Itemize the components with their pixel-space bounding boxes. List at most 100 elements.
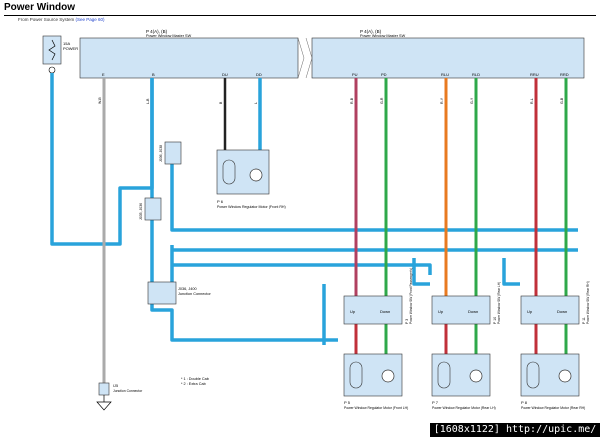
wire-rear-rh-feed xyxy=(502,258,520,286)
switch-rear-lh-name: Power Window SW (Rear LH) xyxy=(497,282,501,324)
switch-down-label-front: Down xyxy=(380,309,390,314)
fuse-box xyxy=(42,35,62,65)
pin-labels: E B DU DD PU PD RLU RLD RRU RRD xyxy=(102,72,569,77)
master-switch-code-left: P 4(A), (B) xyxy=(146,29,168,34)
break-mark xyxy=(297,37,313,79)
pin-label-rru: RRU xyxy=(530,72,539,77)
fuse-connector xyxy=(48,66,56,74)
wire-label-ry: R-Y xyxy=(440,97,444,104)
wire-label-lb: L-B xyxy=(146,98,150,104)
splice-b-label: J035, J036 xyxy=(139,203,143,220)
switch-rear-rh-code: P 11 xyxy=(582,317,586,324)
switch-down-label-rearlh: Down xyxy=(468,309,478,314)
switch-front-code: P 3 xyxy=(405,319,409,324)
splice-a-label: J036, J038 xyxy=(159,145,163,162)
splice-b-box xyxy=(144,197,162,221)
splice-c-label: J036, J400 xyxy=(178,287,197,291)
motor-rear-lh-code: P 7 xyxy=(432,400,439,405)
splice-a-box xyxy=(164,141,182,165)
switch-rear-rh-box xyxy=(520,295,580,325)
master-switch-name-right: Power Window Master SW xyxy=(360,34,406,38)
source-note: From Power Source System (See Page 60) xyxy=(18,17,105,22)
legend-line-1: * 1 : Double Cab xyxy=(181,377,209,381)
motor-rear-lh-icon xyxy=(469,369,483,383)
wire-label-gy: G-Y xyxy=(470,97,474,104)
switch-rear-rh: Up Down P 11 Power Window SW (Rear RH) xyxy=(520,281,590,325)
switch-rear-lh: Up Down P 10 Power Window SW (Rear LH) xyxy=(431,282,501,325)
pin-label-rlu: RLU xyxy=(441,72,449,77)
pin-label-pu: PU xyxy=(352,72,358,77)
wire-label-rb: R-B xyxy=(350,97,354,104)
ground-connector-code: IJ5 xyxy=(113,384,118,388)
color-wires xyxy=(354,78,568,355)
motor-rear-lh-thermistor xyxy=(437,361,451,389)
pin-label-rld: RLD xyxy=(472,72,480,77)
ground-connector-box xyxy=(98,382,110,396)
splice-c-name: Junction Connector xyxy=(178,292,211,296)
motor-rear-rh-name: Power Window Regulator Motor (Rear RH) xyxy=(521,406,585,410)
fuse-icon xyxy=(48,39,56,61)
switch-up-label-rearlh: Up xyxy=(438,309,444,314)
switch-front-box xyxy=(343,295,403,325)
motor-rear-rh-code: P 8 xyxy=(521,400,528,405)
watermark-bar: [1608x1122] http://upic.me/ xyxy=(430,423,600,437)
motor-rear-rh-icon xyxy=(558,369,572,383)
wire-rear-lh-feed xyxy=(412,258,430,286)
title-rule xyxy=(4,15,596,16)
motor-rear-rh: P 8 Power Window Regulator Motor (Rear R… xyxy=(520,353,585,410)
source-note-text: From Power Source System xyxy=(18,17,75,22)
ground-icon xyxy=(96,395,112,411)
motor-front-rh-thermistor xyxy=(222,159,236,185)
pin-label-du: DU xyxy=(222,72,228,77)
wire-splice-branch-2 xyxy=(170,245,578,292)
wire-label-wb: W-B xyxy=(98,97,102,104)
motor-front-lh-name: Power Window Regulator Motor (Front LH) xyxy=(344,406,408,410)
wire-b-to-splices xyxy=(150,78,338,342)
motor-front-rh-name: Power Window Regulator Motor (Front RH) xyxy=(217,205,286,209)
wire-splice-branch-1 xyxy=(170,150,578,232)
pin-label-e: E xyxy=(102,72,105,77)
motor-front-lh-thermistor xyxy=(349,361,363,389)
pin-label-dd: DD xyxy=(256,72,262,77)
wire-label-l: L xyxy=(254,102,258,104)
motor-front-rh-icon xyxy=(249,168,263,182)
pin-label-rrd: RRD xyxy=(560,72,569,77)
switch-up-label-rearrh: Up xyxy=(527,309,533,314)
wire-fuse-to-b xyxy=(50,73,154,246)
blue-wires xyxy=(50,73,578,345)
pin-label-b: B xyxy=(152,72,155,77)
motor-front-lh: P 5 Power Window Regulator Motor (Front … xyxy=(343,353,408,410)
source-page-link[interactable]: (See Page 60) xyxy=(75,17,105,22)
page-title: Power Window xyxy=(4,2,76,13)
switch-rear-rh-name: Power Window SW (Rear RH) xyxy=(586,281,590,324)
splice-c-box xyxy=(147,281,177,305)
fuse-name: POWER xyxy=(63,46,78,51)
wire-label-gr: G-R xyxy=(380,97,384,104)
switch-rear-lh-box xyxy=(431,295,491,325)
switch-front: Up Down P 3 Power Window SW (Front Passe… xyxy=(343,268,413,325)
pin-label-pd: PD xyxy=(381,72,387,77)
motor-front-lh-code: P 5 xyxy=(344,400,351,405)
wire-label-rl: R-L xyxy=(530,98,534,104)
master-switch-box-left xyxy=(79,37,299,79)
motor-front-rh: P 6 Power Window Regulator Motor (Front … xyxy=(216,149,286,209)
junction-connectors: J036, J038 J035, J036 J036, J400 Junctio… xyxy=(139,141,211,305)
fuse-rating: 15A xyxy=(63,41,70,46)
motor-front-lh-icon xyxy=(381,369,395,383)
motor-rear-rh-thermistor xyxy=(526,361,540,389)
master-switch-box-right xyxy=(311,37,585,79)
wire-color-labels: W-B L-B B L R-B G-R R-Y G-Y R-L G-B xyxy=(98,97,564,104)
switch-up-label-front: Up xyxy=(350,309,356,314)
ground-section: IJ5 Junction Connector xyxy=(96,382,143,411)
master-switch-code-right: P 4(A), (B) xyxy=(360,29,382,34)
switch-down-label-rearrh: Down xyxy=(557,309,567,314)
legend-line-2: * 2 : Extra Cab xyxy=(181,382,206,386)
wire-rear-branch xyxy=(172,263,432,275)
master-switch-name-left: Power Window Master SW xyxy=(146,34,192,38)
motor-rear-lh-name: Power Window Regulator Motor (Rear LH) xyxy=(432,406,496,410)
motor-rear-lh: P 7 Power Window Regulator Motor (Rear L… xyxy=(431,353,496,410)
motor-front-rh-code: P 6 xyxy=(217,199,224,204)
wire-label-b: B xyxy=(219,101,223,104)
